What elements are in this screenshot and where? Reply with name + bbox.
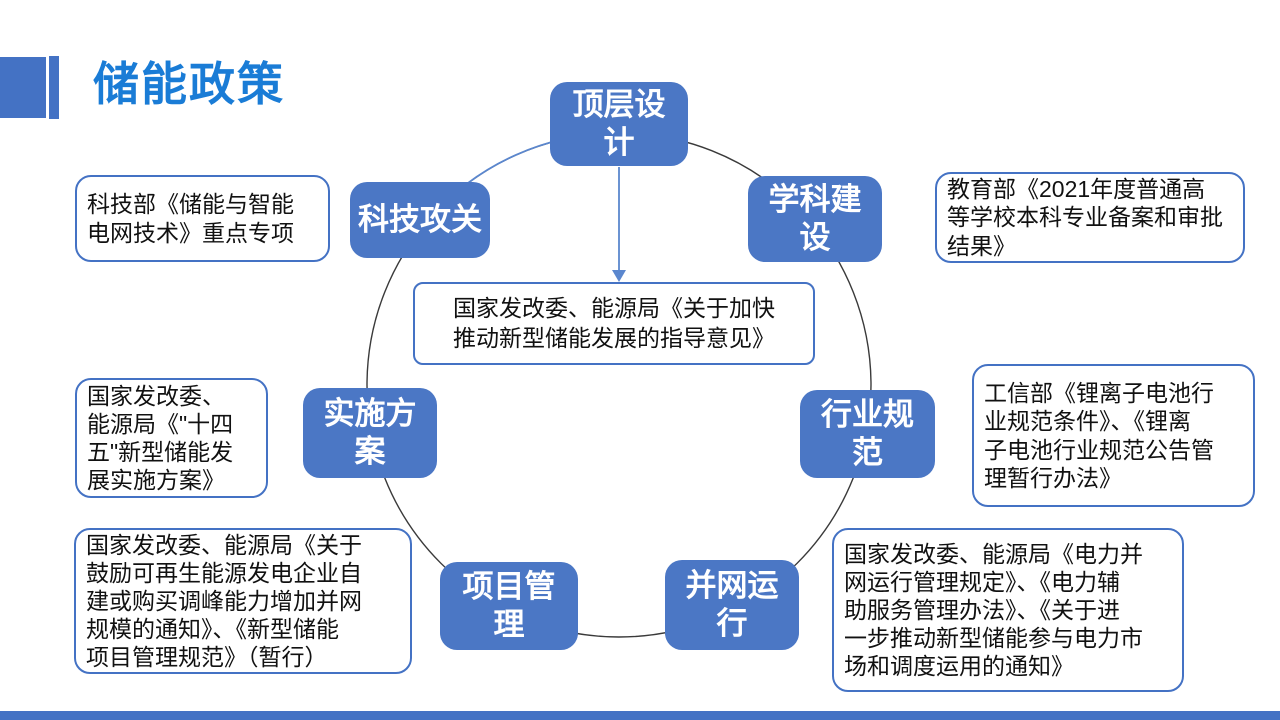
callout-grid-policy: 国家发改委、能源局《电力并 网运行管理规定》、《电力辅 助服务管理办法》、《关于…: [832, 528, 1184, 692]
callout-education-policy: 教育部《2021年度普通高 等学校本科专业备案和审批 结果》: [935, 172, 1245, 263]
title-accent-bar: [49, 56, 59, 119]
node-implementation-plan: 实施方 案: [303, 388, 437, 478]
node-discipline-construction: 学科建 设: [748, 176, 882, 262]
node-grid-operation: 并网运 行: [665, 560, 799, 650]
callout-industry-policy: 工信部《锂离子电池行 业规范条件》、《锂离 子电池行业规范公告管 理暂行办法》: [972, 364, 1255, 507]
center-guidance-box: 国家发改委、能源局《关于加快 推动新型储能发展的指导意见》: [413, 282, 815, 365]
callout-project-policy: 国家发改委、能源局《关于 鼓励可再生能源发电企业自 建或购买调峰能力增加并网 规…: [74, 528, 412, 674]
center-arrow-head-icon: [612, 270, 626, 282]
callout-tech-policy: 科技部《储能与智能 电网技术》重点专项: [75, 175, 330, 262]
footer-accent-bar: [0, 711, 1280, 720]
callout-implementation-policy: 国家发改委、 能源局《"十四 五"新型储能发 展实施方案》: [75, 378, 268, 498]
node-project-management: 项目管 理: [440, 562, 578, 650]
node-industry-standards: 行业规 范: [800, 390, 935, 478]
node-tech-research: 科技攻关: [350, 182, 490, 258]
page-title: 储能政策: [93, 58, 285, 110]
title-accent-square: [0, 57, 46, 118]
node-top-level-design: 顶层设 计: [550, 82, 688, 166]
